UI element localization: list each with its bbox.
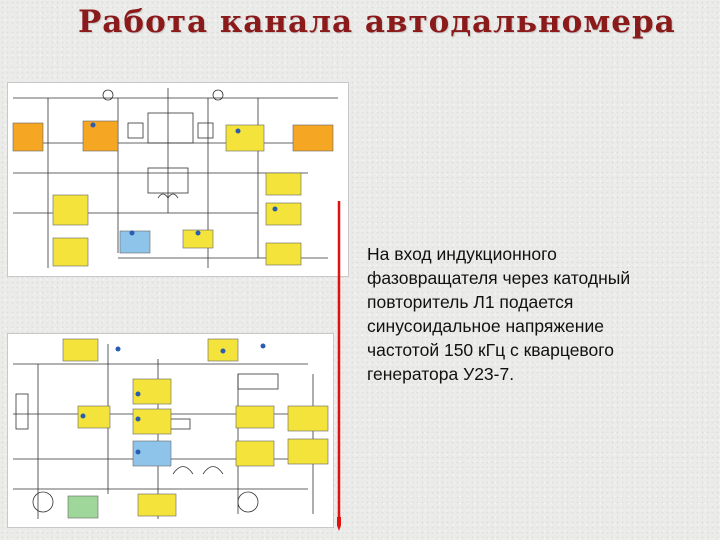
schematic-top-image	[7, 82, 349, 277]
slide-title: Работа канала автодальномера	[78, 4, 676, 40]
schematic-bottom-image	[7, 333, 334, 528]
slide-description-text: На вход индукционного фазовращателя чере…	[367, 244, 631, 384]
red-arrow-marker	[337, 201, 341, 531]
